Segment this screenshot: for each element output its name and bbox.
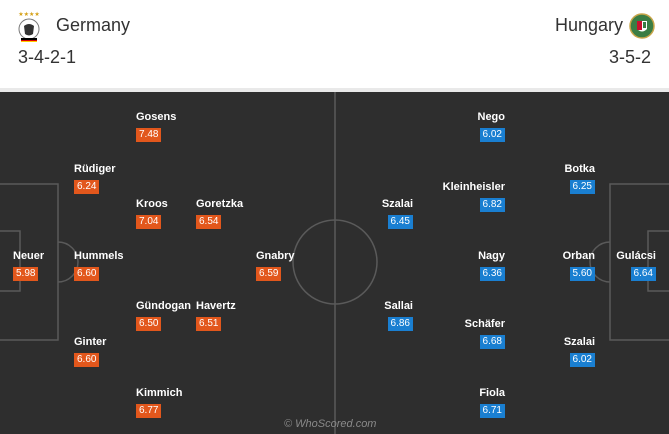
germany-crest-icon: ★★★★ xyxy=(16,10,42,42)
player-name: Havertz xyxy=(196,300,236,312)
player-rating: 6.02 xyxy=(479,128,505,142)
player-rating: 6.25 xyxy=(569,180,595,194)
player-name: Hummels xyxy=(74,250,124,262)
player-name: Kimmich xyxy=(136,387,183,399)
player-botka[interactable]: Botka 6.25 xyxy=(564,163,595,194)
player-name: Goretzka xyxy=(196,198,244,210)
player-fiola[interactable]: Fiola 6.71 xyxy=(479,387,505,418)
player-gosens[interactable]: Gosens 7.48 xyxy=(136,111,176,142)
player-rating: 6.60 xyxy=(74,267,100,281)
pitch: Neuer 5.98 Rüdiger 6.24 Hummels 6.60 Gin… xyxy=(0,92,669,434)
player-name: Szalai xyxy=(563,336,595,348)
player-rating: 6.02 xyxy=(569,353,595,367)
pitch-markings xyxy=(0,92,669,434)
player-rating: 6.59 xyxy=(256,267,282,281)
player-name: Nagy xyxy=(478,250,505,262)
player-neuer[interactable]: Neuer 5.98 xyxy=(13,250,44,281)
player-name: Gündogan xyxy=(136,300,191,312)
match-header: ★★★★ Germany 3-4-2-1 Hungary 3-5-2 xyxy=(0,0,669,88)
player-name: Gnabry xyxy=(256,250,295,262)
home-formation: 3-4-2-1 xyxy=(18,47,77,67)
player-nagy[interactable]: Nagy 6.36 xyxy=(478,250,505,281)
player-rating: 5.98 xyxy=(13,267,39,281)
player-gundogan[interactable]: Gündogan 6.50 xyxy=(136,300,191,331)
away-formation: 3-5-2 xyxy=(608,47,651,67)
player-name: Neuer xyxy=(13,250,45,262)
player-gulacsi[interactable]: Gulácsi 6.64 xyxy=(616,250,656,281)
player-name: Rüdiger xyxy=(74,163,116,175)
player-rating: 6.71 xyxy=(479,404,505,418)
player-rating: 6.68 xyxy=(479,335,505,349)
player-nego[interactable]: Nego 6.02 xyxy=(477,111,506,142)
player-ginter[interactable]: Ginter 6.60 xyxy=(74,336,106,367)
player-name: Orban xyxy=(562,250,595,262)
player-name: Gosens xyxy=(136,111,177,123)
player-rating: 6.36 xyxy=(479,267,505,281)
player-havertz[interactable]: Havertz 6.51 xyxy=(196,300,236,331)
player-rating: 6.77 xyxy=(136,404,162,418)
player-name: Gulácsi xyxy=(616,250,656,262)
player-sallai[interactable]: Sallai 6.86 xyxy=(384,300,413,331)
player-rating: 7.04 xyxy=(136,215,162,229)
player-goretzka[interactable]: Goretzka 6.54 xyxy=(196,198,243,229)
player-rating: 6.51 xyxy=(196,317,222,331)
player-name: Botka xyxy=(564,163,595,175)
player-name: Szalai xyxy=(381,198,413,210)
player-schafer[interactable]: Schäfer 6.68 xyxy=(465,318,505,349)
player-rating: 6.64 xyxy=(630,267,656,281)
player-rating: 6.60 xyxy=(74,353,100,367)
player-orban[interactable]: Orban 5.60 xyxy=(563,250,595,281)
player-rating: 5.60 xyxy=(569,267,595,281)
player-name: Fiola xyxy=(479,387,505,399)
home-team-name[interactable]: Germany xyxy=(56,15,131,35)
player-kroos[interactable]: Kroos 7.04 xyxy=(136,198,168,229)
player-rating: 6.24 xyxy=(74,180,100,194)
hungary-crest-icon xyxy=(629,12,655,40)
player-name: Schäfer xyxy=(464,318,505,330)
whoscored-watermark: © WhoScored.com xyxy=(284,418,377,430)
player-szalai-def[interactable]: Szalai 6.02 xyxy=(564,336,595,367)
player-rating: 6.86 xyxy=(387,317,413,331)
player-rating: 6.50 xyxy=(136,317,162,331)
player-name: Nego xyxy=(477,111,506,123)
away-team-name[interactable]: Hungary xyxy=(554,15,623,35)
player-rating: 7.48 xyxy=(136,128,162,142)
player-szalai-fwd[interactable]: Szalai 6.45 xyxy=(382,198,413,229)
player-rating: 6.45 xyxy=(387,215,413,229)
player-rating: 6.82 xyxy=(479,198,505,212)
player-name: Kleinheisler xyxy=(442,181,505,193)
svg-text:★★★★: ★★★★ xyxy=(18,11,40,18)
player-name: Kroos xyxy=(136,198,168,210)
player-name: Ginter xyxy=(74,336,107,348)
player-rating: 6.54 xyxy=(196,215,222,229)
player-kimmich[interactable]: Kimmich 6.77 xyxy=(136,387,182,418)
player-kleinheisler[interactable]: Kleinheisler 6.82 xyxy=(443,181,505,212)
player-hummels[interactable]: Hummels 6.60 xyxy=(74,250,124,281)
player-gnabry[interactable]: Gnabry 6.59 xyxy=(256,250,295,281)
player-name: Sallai xyxy=(384,300,413,312)
player-rudiger[interactable]: Rüdiger 6.24 xyxy=(74,163,116,194)
